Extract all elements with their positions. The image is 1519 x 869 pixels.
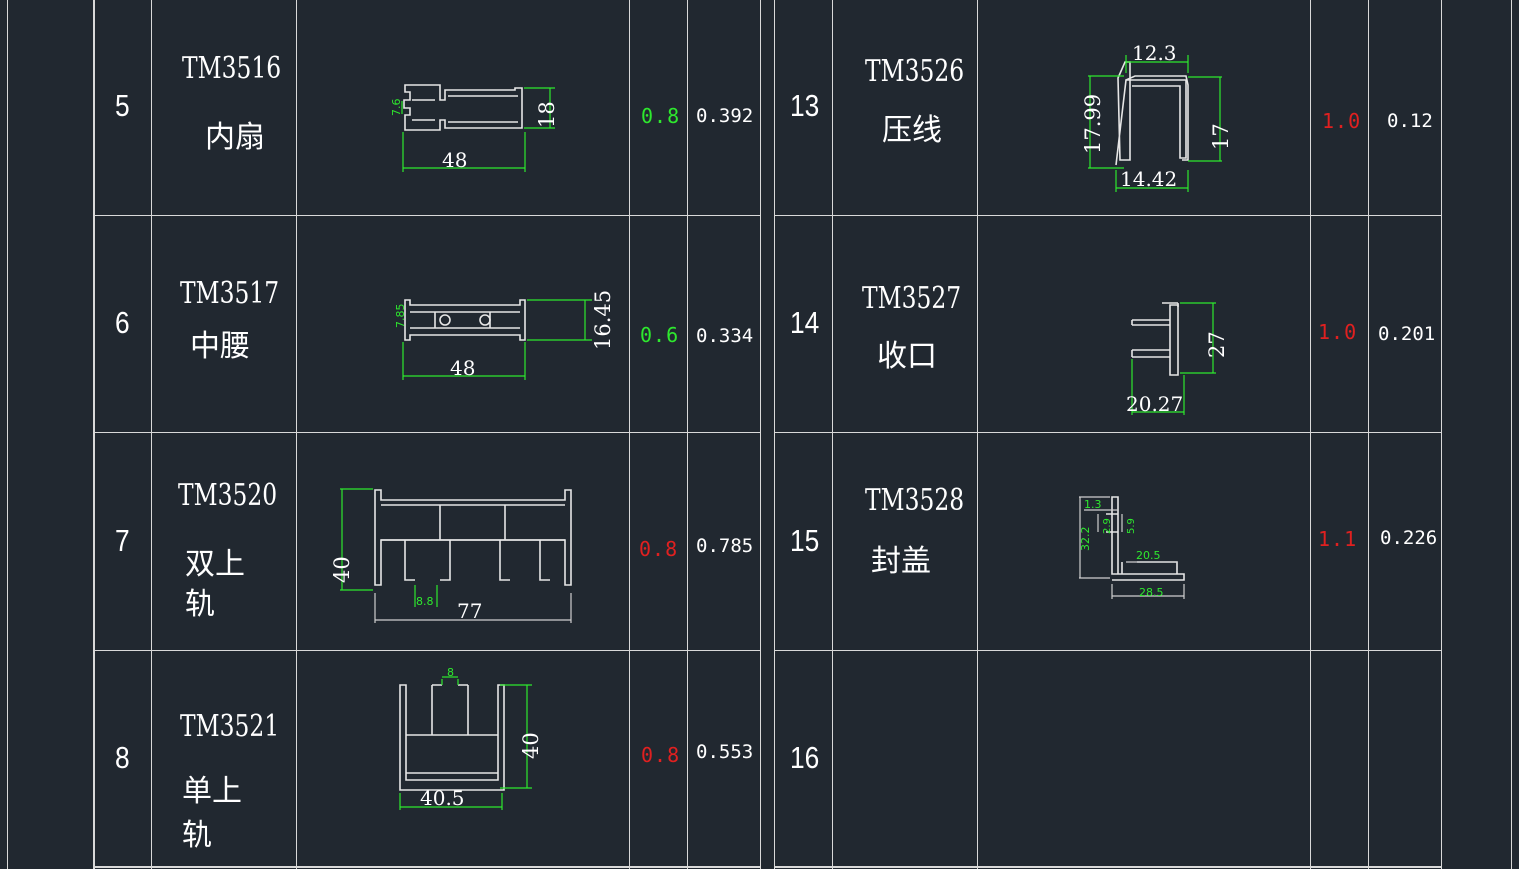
profile-drawing: 7.85 16.45 48: [394, 290, 615, 380]
weight-value: 0.226: [1380, 527, 1438, 549]
profile-name: 压线: [882, 113, 942, 148]
dimension-label: 28.5: [1139, 586, 1164, 599]
grid-line: [774, 0, 775, 869]
weight-value: 0.392: [696, 105, 754, 127]
dimension-label: 16.45: [591, 290, 615, 350]
grid-line: [1368, 0, 1369, 869]
grid-line: [977, 0, 978, 869]
profile-drawing: 40 8.8 77: [330, 488, 572, 623]
thickness-value: 1.0: [1322, 109, 1362, 133]
dimension-label: 7.85: [394, 304, 407, 329]
dimension-label: 77: [457, 599, 482, 623]
dimension-label: 12.3: [1132, 41, 1177, 65]
dimension-label: 32.2: [1079, 527, 1092, 552]
thickness-value: 0.8: [641, 104, 681, 128]
grid-line: [151, 0, 152, 869]
dimension-label: 2.9: [1102, 518, 1113, 534]
thickness-value: 0.6: [640, 323, 680, 347]
dimension-label: 17.99: [1081, 94, 1105, 154]
row-number: 7: [115, 523, 130, 558]
dimension-label: 14.42: [1120, 167, 1177, 191]
profile-code: TM3527: [862, 281, 962, 316]
row-number: 8: [115, 740, 130, 775]
weight-value: 0.201: [1378, 323, 1436, 345]
profile-drawing: 7.6 18 48: [390, 84, 559, 172]
grid-line: [774, 432, 1442, 433]
dimension-label: 20.5: [1136, 549, 1161, 562]
grid-line: [1441, 0, 1442, 869]
profile-name: 内扇: [205, 120, 265, 155]
grid-line: [296, 0, 297, 869]
profile-name: 单上 轨: [182, 774, 242, 853]
row-number: 15: [790, 523, 820, 558]
dimension-label: 40: [519, 732, 543, 759]
grid-line: [774, 866, 1442, 868]
profile-drawing: 27 20.27: [1126, 302, 1229, 416]
grid-line: [687, 0, 688, 869]
profile-code: TM3520: [178, 478, 278, 513]
grid-line: [774, 650, 1442, 651]
dimension-label: 1.3: [1084, 498, 1102, 511]
thickness-value: 0.8: [639, 537, 679, 561]
dimension-label: 17: [1209, 123, 1233, 150]
dimension-label: 40.5: [420, 786, 465, 810]
grid-line: [93, 650, 761, 651]
profile-drawing: 12.3 17.99 17 14.42: [1081, 41, 1233, 192]
thickness-value: 1.1: [1318, 527, 1358, 551]
profile-code: TM3516: [182, 51, 282, 86]
dimension-label: 18: [535, 101, 559, 128]
thickness-value: 0.8: [641, 743, 681, 767]
grid-line: [774, 215, 1442, 216]
grid-line: [7, 0, 8, 869]
dimension-label: 48: [442, 148, 467, 172]
dimension-label: 27: [1205, 331, 1229, 358]
row-number: 16: [790, 740, 820, 775]
grid-line: [93, 432, 761, 433]
grid-line: [832, 0, 833, 869]
thickness-value: 1.0: [1318, 320, 1358, 344]
dimension-label: 48: [450, 356, 475, 380]
grid-line: [93, 215, 761, 216]
dimension-label: 5.9: [1126, 518, 1137, 534]
profile-name: 封盖: [871, 544, 931, 579]
grid-line: [93, 0, 95, 869]
profile-code: TM3517: [180, 276, 280, 311]
weight-value: 0.12: [1387, 110, 1433, 132]
grid-line: [1511, 0, 1512, 869]
row-number: 13: [790, 88, 820, 123]
dimension-label: 7.6: [390, 99, 403, 117]
grid-line: [93, 866, 761, 868]
dimension-label: 20.27: [1126, 392, 1183, 416]
row-number: 14: [790, 305, 820, 340]
profile-drawing: 1.3 2.9 5.9 32.2 20.5 28.5: [1079, 496, 1185, 599]
weight-value: 0.334: [696, 325, 754, 347]
grid-line: [629, 0, 630, 869]
grid-line: [760, 0, 761, 869]
profile-name: 收口: [877, 339, 937, 374]
profile-name: 中腰: [190, 329, 250, 364]
grid-line: [1310, 0, 1311, 869]
row-number: 6: [115, 305, 130, 340]
weight-value: 0.553: [696, 741, 754, 763]
profile-code: TM3528: [865, 483, 965, 518]
dimension-label: 8.8: [416, 595, 434, 608]
dimension-label: 40: [330, 556, 354, 583]
dimension-label: 8: [447, 666, 454, 679]
weight-value: 0.785: [696, 535, 754, 557]
profile-code: TM3521: [180, 709, 280, 744]
profile-code: TM3526: [865, 54, 965, 89]
profile-name: 双上 轨: [185, 547, 245, 622]
profile-drawing: 8 40 40.5: [399, 666, 543, 810]
row-number: 5: [115, 88, 130, 123]
